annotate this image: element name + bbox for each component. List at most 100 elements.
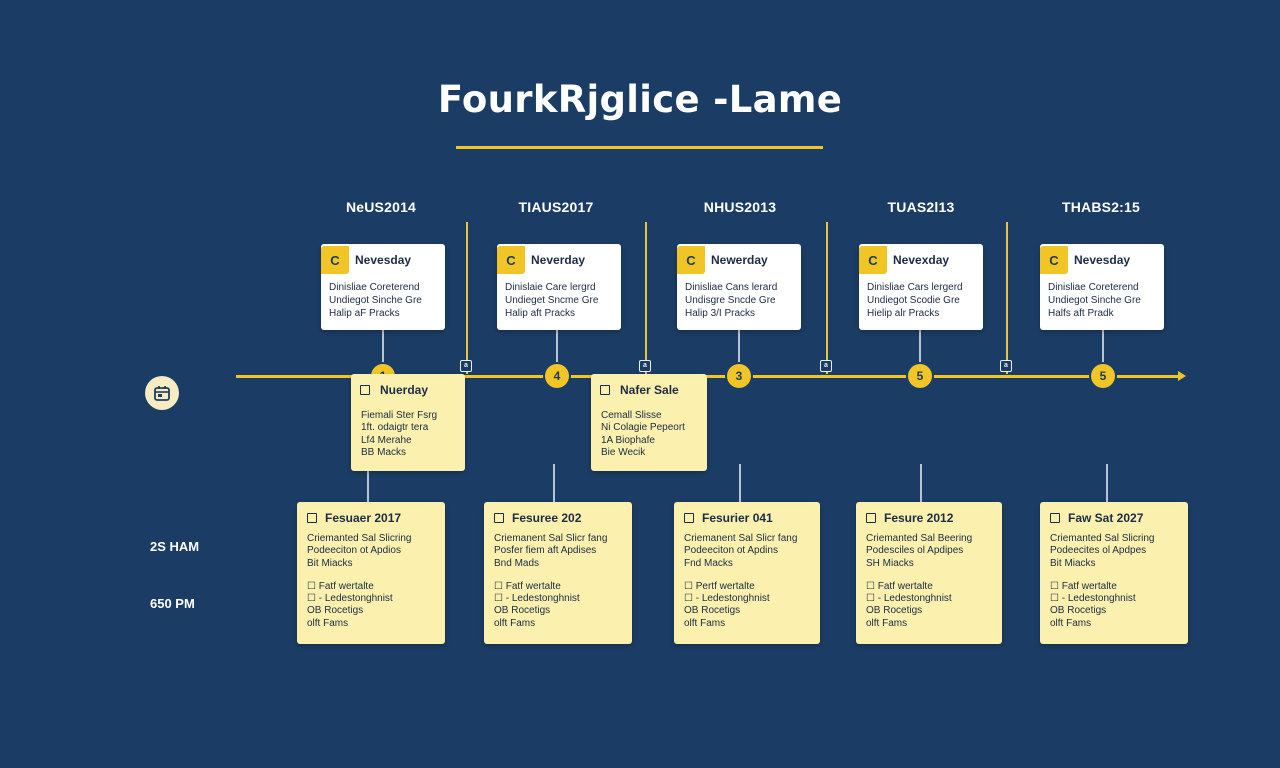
list-item: ☐ - Ledestonghnist bbox=[1050, 593, 1182, 605]
card-heading: Nevesday bbox=[355, 253, 412, 267]
checkbox-glyph[interactable]: ☐ bbox=[866, 593, 878, 605]
axis-arrowhead bbox=[1178, 371, 1186, 381]
card-line: Bit Miacks bbox=[307, 557, 353, 569]
card-list: ☐ Fatf wertalte ☐ - Ledestonghnist OB Ro… bbox=[307, 581, 439, 630]
card-line: SH Miacks bbox=[866, 557, 914, 569]
list-item-label: olft Fams bbox=[494, 617, 536, 629]
list-item: OB Rocetigs bbox=[866, 605, 998, 617]
card-heading: Nafer Sale bbox=[620, 383, 679, 397]
card-line: Podeeciton ot Apdins bbox=[684, 545, 778, 557]
checkbox-glyph[interactable]: ☐ bbox=[307, 593, 319, 605]
card-body: Cemall Slisse Ni Colagie Pepeort 1A Biop… bbox=[601, 410, 706, 460]
list-item-label: OB Rocetigs bbox=[1050, 605, 1107, 617]
list-item-label: Pertf wertalte bbox=[695, 581, 755, 592]
card-heading: Nuerday bbox=[380, 383, 429, 397]
card-line: Podeecites ol Apdpes bbox=[1050, 545, 1147, 557]
connector-line bbox=[1102, 330, 1104, 364]
list-item-label: - Ledestonghnist bbox=[318, 593, 393, 605]
card-badge: C bbox=[1040, 246, 1068, 274]
card-heading: Nevexday bbox=[893, 253, 950, 267]
card-line: Bie Wecik bbox=[601, 447, 646, 459]
card-body: Dinisliae Coreterend Undiegot Sinche Gre… bbox=[1048, 282, 1160, 320]
list-item: OB Rocetigs bbox=[494, 605, 626, 617]
period-label-1: NeUS2014 bbox=[345, 199, 417, 215]
list-item-label: - Ledestonghnist bbox=[695, 593, 770, 605]
list-item: OB Rocetigs bbox=[307, 605, 439, 617]
card-line: Criemanent Sal Slicr fang bbox=[494, 533, 608, 544]
checkbox-glyph[interactable]: ☐ bbox=[494, 593, 506, 605]
card-heading: Faw Sat 2027 bbox=[1068, 511, 1144, 525]
period-label-3: NHUS2013 bbox=[703, 199, 777, 215]
card-badge: C bbox=[859, 246, 887, 274]
checkbox-glyph[interactable]: ☐ bbox=[866, 581, 878, 592]
top-card-4: C Nevexday Dinisliae Cars lergerd Undieg… bbox=[859, 244, 983, 330]
list-item-label: olft Fams bbox=[307, 617, 349, 629]
checkbox-glyph[interactable]: ☐ bbox=[684, 581, 696, 592]
connector-line bbox=[553, 464, 555, 502]
timeline-node: 3 bbox=[727, 364, 751, 388]
card-line: Dinisliae Cans lerard bbox=[685, 282, 778, 293]
checkbox[interactable] bbox=[360, 385, 370, 395]
card-line: Criemanent Sal Slicr fang bbox=[684, 533, 798, 544]
list-item-label: - Ledestonghnist bbox=[1061, 593, 1136, 605]
checkbox-glyph[interactable]: ☐ bbox=[494, 581, 506, 592]
list-item-label: olft Fams bbox=[866, 617, 908, 629]
list-item-label: OB Rocetigs bbox=[494, 605, 551, 617]
checkbox-glyph[interactable]: ☐ bbox=[1050, 581, 1062, 592]
card-list: ☐ Pertf wertalte ☐ - Ledestonghnist OB R… bbox=[684, 581, 816, 630]
connector-line bbox=[919, 330, 921, 364]
bottom-card-3: Fesurier 041 Criemanent Sal Slicr fang P… bbox=[674, 502, 820, 644]
card-line: Podesciles ol Apdipes bbox=[866, 545, 964, 557]
list-item: ☐ Fatf wertalte bbox=[307, 581, 439, 593]
checkbox[interactable] bbox=[866, 513, 876, 523]
card-line: 1A Biophafe bbox=[601, 434, 655, 446]
card-body: Dinisliae Coreterend Undiegot Sinche Gre… bbox=[329, 282, 441, 320]
card-line: Cemall Slisse bbox=[601, 410, 662, 421]
list-item-label: olft Fams bbox=[684, 617, 726, 629]
card-line: Bnd Mads bbox=[494, 557, 540, 569]
checkbox-glyph[interactable]: ☐ bbox=[684, 593, 696, 605]
divider-marker: a bbox=[1000, 360, 1012, 372]
checkbox[interactable] bbox=[1050, 513, 1060, 523]
divider-marker: a bbox=[460, 360, 472, 372]
checkbox-glyph[interactable]: ☐ bbox=[1050, 593, 1062, 605]
divider-tick bbox=[645, 222, 647, 374]
card-body: Criemanent Sal Slicr fang Posfer fiem af… bbox=[494, 533, 626, 570]
card-heading: Fesuree 202 bbox=[512, 511, 582, 525]
card-heading: Newerday bbox=[711, 253, 768, 267]
list-item-label: OB Rocetigs bbox=[866, 605, 923, 617]
top-card-2: C Neverday Dinislaie Care lergrd Undiege… bbox=[497, 244, 621, 330]
connector-line bbox=[739, 464, 741, 502]
connector-line bbox=[920, 464, 922, 502]
card-heading: Nevesday bbox=[1074, 253, 1131, 267]
connector-line bbox=[556, 330, 558, 364]
time-label-2: 650 PM bbox=[150, 596, 195, 611]
checkbox-glyph[interactable]: ☐ bbox=[307, 581, 319, 592]
card-line: Halip aft Pracks bbox=[505, 307, 576, 319]
card-line: Lf4 Merahe bbox=[361, 434, 412, 446]
checkbox[interactable] bbox=[600, 385, 610, 395]
mid-card-2: Nafer Sale Cemall Slisse Ni Colagie Pepe… bbox=[591, 374, 707, 471]
divider-marker: a bbox=[639, 360, 651, 372]
card-heading: Fesuaer 2017 bbox=[325, 511, 402, 525]
checkbox[interactable] bbox=[307, 513, 317, 523]
card-body: Fiemali Ster Fsrg 1ft. odaigtr tera Lf4 … bbox=[361, 410, 466, 460]
list-item: ☐ - Ledestonghnist bbox=[866, 593, 998, 605]
card-heading: Fesure 2012 bbox=[884, 511, 954, 525]
checkbox[interactable] bbox=[684, 513, 694, 523]
bottom-card-1: Fesuaer 2017 Criemanted Sal Slicring Pod… bbox=[297, 502, 445, 644]
card-badge: C bbox=[677, 246, 705, 274]
card-list: ☐ Fatf wertalte ☐ - Ledestonghnist OB Ro… bbox=[866, 581, 998, 630]
list-item-label: OB Rocetigs bbox=[684, 605, 741, 617]
card-line: Undiegot Scodie Gre bbox=[867, 294, 960, 306]
list-item: ☐ Fatf wertalte bbox=[1050, 581, 1182, 593]
connector-line bbox=[367, 471, 369, 502]
list-item: OB Rocetigs bbox=[1050, 605, 1182, 617]
card-body: Dinisliae Cars lergerd Undiegot Scodie G… bbox=[867, 282, 979, 320]
card-line: Criemanted Sal Beering bbox=[866, 533, 973, 544]
list-item-label: olft Fams bbox=[1050, 617, 1092, 629]
list-item-label: OB Rocetigs bbox=[307, 605, 364, 617]
checkbox[interactable] bbox=[494, 513, 504, 523]
card-line: Dinisliae Cars lergerd bbox=[867, 282, 963, 293]
divider-tick bbox=[1006, 222, 1008, 374]
